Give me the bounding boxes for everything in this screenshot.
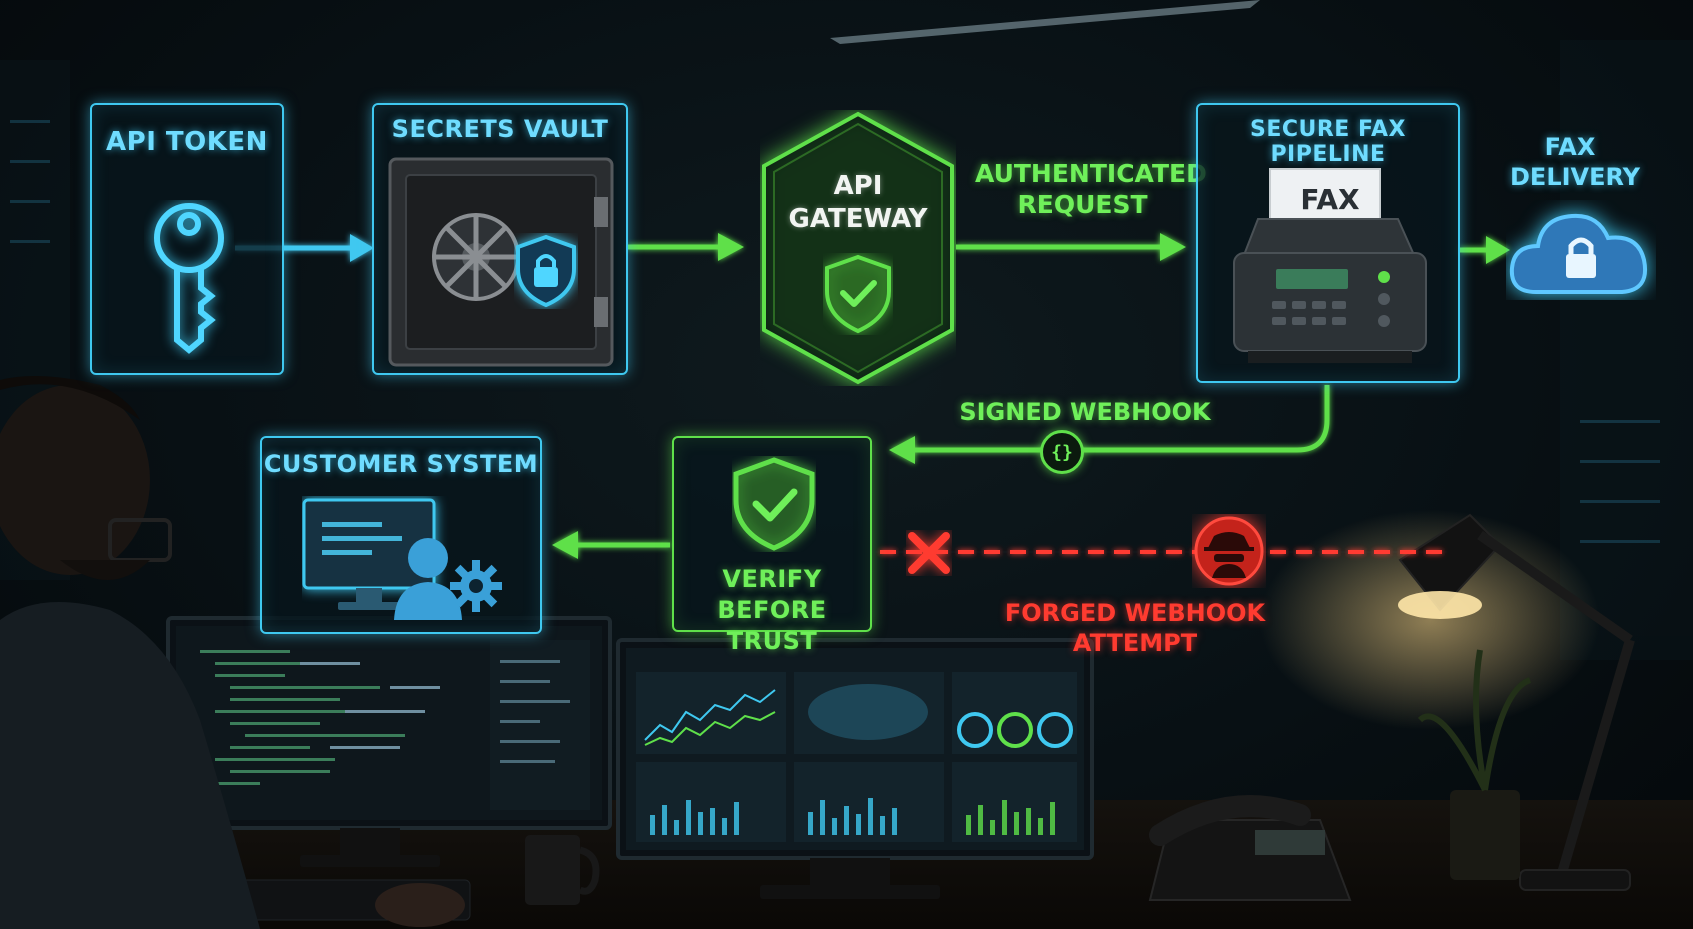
authenticated-request-line1: AUTHENTICATED <box>975 159 1207 188</box>
arrow-signed-webhook <box>915 385 1330 453</box>
arrowhead-fax-to-delivery <box>1486 236 1510 264</box>
cloud-lock-icon <box>1509 213 1647 294</box>
desk-phone <box>1148 795 1352 901</box>
api-gateway-node <box>762 111 954 385</box>
forged-webhook-attempt-label: FORGED WEBHOOK ATTEMPT <box>1004 599 1266 657</box>
key-icon <box>154 203 224 354</box>
api-gateway-line1: API <box>833 171 883 201</box>
hand <box>375 883 465 927</box>
api-gateway-label: API GATEWAY <box>770 170 946 235</box>
customer-system-node: CUSTOMER SYSTEM <box>260 436 542 634</box>
shield-lock-icon <box>516 234 576 308</box>
fax-paper-label: FAX <box>1300 183 1360 216</box>
monitor-user-icon <box>302 498 462 620</box>
person-silhouette <box>0 376 260 929</box>
desk-lamp <box>1398 513 1635 891</box>
plant <box>1417 649 1532 880</box>
hacker-icon <box>1194 516 1264 586</box>
verify-before-trust-node: VERIFY BEFORE TRUST <box>672 436 872 655</box>
vault-icon <box>388 157 614 367</box>
fax-delivery-label: FAX DELIVERY <box>1510 132 1641 192</box>
shield-check-icon <box>825 254 891 334</box>
authenticated-request-label: AUTHENTICATED REQUEST <box>975 158 1207 221</box>
mug <box>525 835 580 905</box>
gear-icon <box>450 560 502 612</box>
verify-shield-check-icon <box>733 457 815 551</box>
code-braces-icon: {} <box>1040 430 1084 474</box>
webhook-glyph: {} <box>1051 441 1073 463</box>
api-token-label: API TOKEN <box>106 127 268 157</box>
arrowhead-token-to-vault <box>350 234 374 262</box>
dashboard-monitor <box>616 638 1094 899</box>
verify-label: VERIFY BEFORE TRUST <box>674 564 870 658</box>
arrowhead-verify-to-customer <box>552 531 578 559</box>
verify-line2: BEFORE TRUST <box>717 596 827 656</box>
signed-webhook-label: SIGNED WEBHOOK <box>959 398 1211 426</box>
verify-line1: VERIFY <box>722 565 822 593</box>
customer-system-label: CUSTOMER SYSTEM <box>263 450 539 478</box>
arrowhead-vault-to-gateway <box>718 233 744 261</box>
authenticated-request-line2: REQUEST <box>1017 190 1148 220</box>
ceiling-light <box>830 0 1260 44</box>
fax-delivery-line1: FAX <box>1544 133 1596 161</box>
api-gateway-line2: GATEWAY <box>788 203 928 234</box>
arrowhead-gateway-to-fax <box>1160 233 1186 261</box>
fax-delivery-line2: DELIVERY <box>1510 163 1641 191</box>
fax-machine-icon <box>1233 168 1427 363</box>
secrets-vault-node: SECRETS VAULT <box>372 103 628 375</box>
arrowhead-signed-webhook <box>889 436 915 464</box>
secure-fax-pipeline-node: SECURE FAX PIPELINE FAX <box>1196 103 1460 383</box>
x-mark-icon <box>908 532 950 574</box>
secure-fax-pipeline-label: SECURE FAX PIPELINE <box>1249 117 1406 167</box>
secrets-vault-label: SECRETS VAULT <box>391 115 609 143</box>
api-token-node: API TOKEN <box>90 103 284 375</box>
server-racks <box>0 40 1693 660</box>
